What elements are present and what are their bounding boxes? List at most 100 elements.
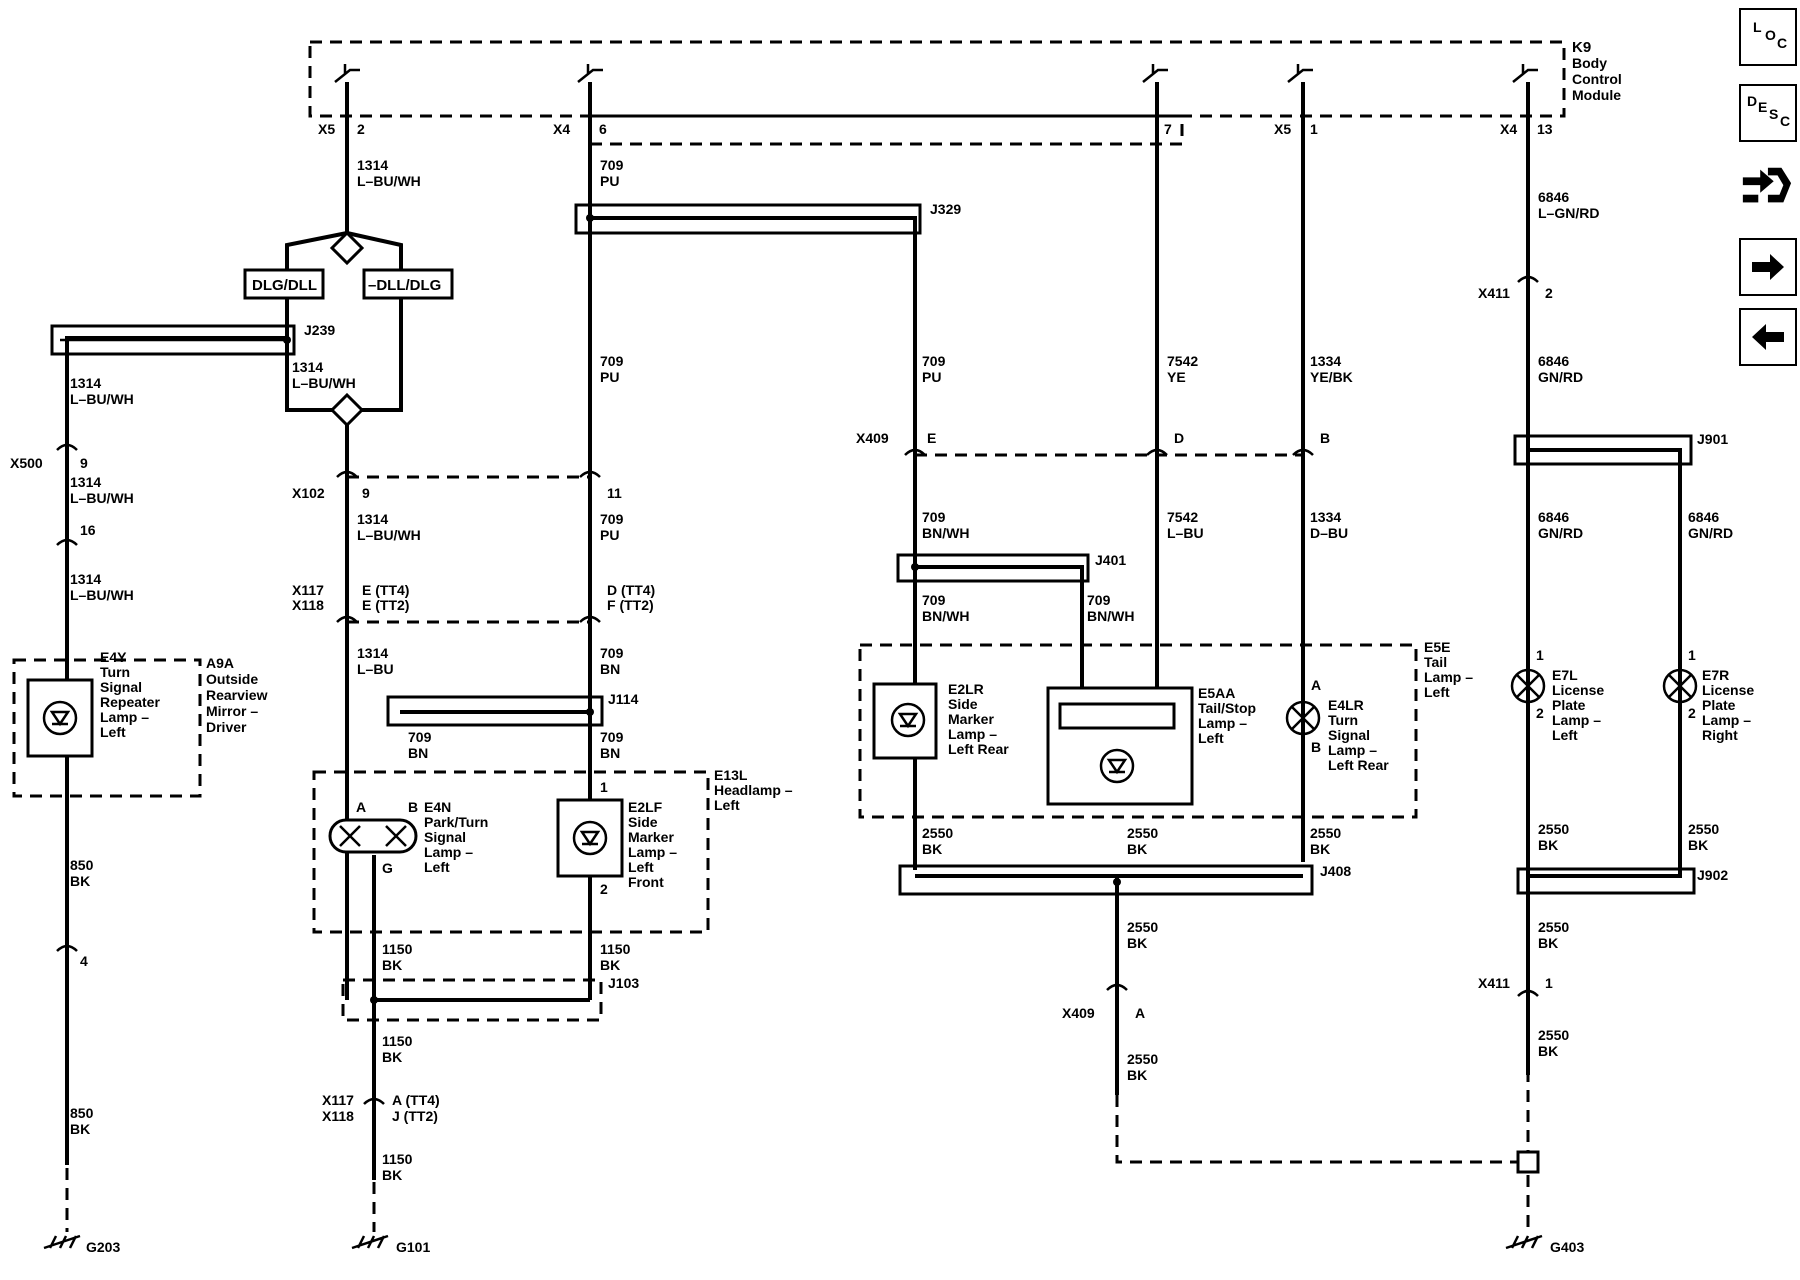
e7l-pin-1: 1 <box>1536 647 1544 663</box>
e4n-pin-b: B <box>408 799 418 815</box>
e13l-label-2: Headlamp – <box>714 782 793 798</box>
description-view-button[interactable]: D E S C <box>1739 84 1797 142</box>
wire-12-color: L–BU/WH <box>357 527 421 543</box>
desc-letter-2: E <box>1758 99 1767 115</box>
wire-16-color: D–BU <box>1310 525 1348 541</box>
wire-26-circuit: 2550 <box>922 825 953 841</box>
x500-pin-1: 9 <box>80 455 88 471</box>
x117-pin-a2: E (TT2) <box>362 597 409 613</box>
desc-icon: D E S C <box>1747 93 1790 129</box>
e5aa-label-4: Left <box>1198 730 1224 746</box>
e5e-label-1: E5E <box>1424 639 1450 655</box>
arrow-right-icon <box>1752 254 1784 280</box>
wire-39-circuit: 850 <box>70 1105 94 1121</box>
wire-27-circuit: 2550 <box>1127 825 1158 841</box>
e2lr-label-4: Lamp – <box>948 726 997 742</box>
wire-18-circuit: 6846 <box>1688 509 1719 525</box>
wire-18-color: GN/RD <box>1688 525 1733 541</box>
wire-14-circuit: 709 <box>922 509 946 525</box>
location-view-button[interactable]: L O C <box>1739 8 1797 66</box>
x500-pin-2: 16 <box>80 522 96 538</box>
splice-j239: J239 <box>304 322 335 338</box>
e5e-label-2: Tail <box>1424 654 1447 670</box>
a9a-label-4: Mirror – <box>206 703 258 719</box>
wires <box>65 82 1682 1180</box>
module-name-1: Body <box>1572 55 1607 71</box>
wire-10-circuit: 6846 <box>1538 353 1569 369</box>
a9a-label: A9A Outside Rearview Mirror – Driver <box>206 655 268 735</box>
x117b-name: X117 <box>322 1092 354 1108</box>
x409b-name: X409 <box>1062 1005 1095 1021</box>
loc-letter-1: L <box>1753 19 1762 35</box>
e4n-label-5: Left <box>424 859 450 875</box>
x102-pin-2: 11 <box>607 485 622 501</box>
a9a-label-3: Rearview <box>206 687 268 703</box>
loc-icon: L O C <box>1753 19 1787 51</box>
connector-labels: X500 9 16 X102 9 11 X117 X118 E (TT4) E … <box>10 285 1553 1124</box>
desc-letter-1: D <box>1747 93 1757 109</box>
pin-num-4: 1 <box>1310 121 1318 137</box>
wire-32-color: BK <box>1127 935 1147 951</box>
e4n-pin-g: G <box>382 860 393 876</box>
e4y-label-3: Signal <box>100 679 142 695</box>
e4n-pin-a: A <box>356 799 366 815</box>
ground-g101: G101 <box>396 1239 430 1255</box>
option-left: DLG/DLL <box>252 277 317 294</box>
pin-num-3: 7 <box>1164 121 1172 137</box>
e2lr-label-3: Marker <box>948 711 994 727</box>
e13l-label-3: Left <box>714 797 740 813</box>
e4y-label-2: Turn <box>100 664 130 680</box>
splice-j901: J901 <box>1697 431 1728 447</box>
wire-22-color: L–BU <box>357 661 394 677</box>
wire-29-color: BK <box>1538 837 1558 853</box>
e5aa-lamp: E5AA Tail/Stop Lamp – Left <box>1046 685 1256 806</box>
wire-11-color: L–BU/WH <box>70 490 134 506</box>
wire-38-color: BK <box>1538 1043 1558 1059</box>
connector-view-button[interactable] <box>1739 160 1793 214</box>
wire-3-color: L–GN/RD <box>1538 205 1599 221</box>
wire-labels: 1314 L–BU/WH 709 PU 6846 L–GN/RD 1314 L–… <box>70 157 1733 1183</box>
next-page-button[interactable] <box>1739 238 1797 296</box>
previous-page-button[interactable] <box>1739 308 1797 366</box>
wire-4-circuit: 1314 <box>70 375 101 391</box>
ground-junction <box>1516 1150 1540 1174</box>
wire-7-circuit: 709 <box>922 353 946 369</box>
e4lr-lamp: A B E4LR Turn Signal Lamp – Left Rear <box>1285 677 1389 773</box>
x411b-name: X411 <box>1478 975 1510 991</box>
wire-21-color: BN/WH <box>1087 608 1134 624</box>
pin-num-5: 13 <box>1537 121 1553 137</box>
loc-letter-3: C <box>1777 35 1787 51</box>
desc-letter-4: C <box>1780 113 1790 129</box>
e2lf-label-3: Marker <box>628 829 674 845</box>
e4n-label-2: Park/Turn <box>424 814 488 830</box>
wire-13-color: PU <box>600 527 619 543</box>
e2lf-lamp: 1 2 E2LF Side Marker Lamp – Left Front <box>556 779 677 897</box>
e2lf-label-6: Front <box>628 874 664 890</box>
wire-15-color: L–BU <box>1167 525 1204 541</box>
e5aa-label-1: E5AA <box>1198 685 1235 701</box>
e4y-label-5: Lamp – <box>100 709 149 725</box>
x102-name: X102 <box>292 485 325 501</box>
e7r-label-2: License <box>1702 682 1754 698</box>
x117-pin-b2: F (TT2) <box>607 597 654 613</box>
wire-16-circuit: 1334 <box>1310 509 1341 525</box>
component-boxes <box>12 643 1418 1022</box>
wire-12-circuit: 1314 <box>357 511 388 527</box>
x118b-name: X118 <box>322 1108 354 1124</box>
e7r-pin-1: 1 <box>1688 647 1696 663</box>
e4lr-pin-b: B <box>1311 739 1321 755</box>
e13l-label-1: E13L <box>714 767 748 783</box>
x117-name: X117 <box>292 582 324 598</box>
x102-pin-1: 9 <box>362 485 370 501</box>
x117-pin-a1: E (TT4) <box>362 582 409 598</box>
bcm-switches <box>334 64 1538 83</box>
wire-40-color: BK <box>382 1167 402 1183</box>
e4n-label-3: Signal <box>424 829 466 845</box>
pin-conn-1: X5 <box>318 121 335 137</box>
x411b-pin: 1 <box>1545 975 1553 991</box>
wire-26-color: BK <box>922 841 942 857</box>
wire-9-color: YE/BK <box>1310 369 1353 385</box>
e7r-label-1: E7R <box>1702 667 1729 683</box>
e2lr-lamp: E2LR Side Marker Lamp – Left Rear <box>872 681 1009 760</box>
e4lr-label-4: Lamp – <box>1328 742 1377 758</box>
